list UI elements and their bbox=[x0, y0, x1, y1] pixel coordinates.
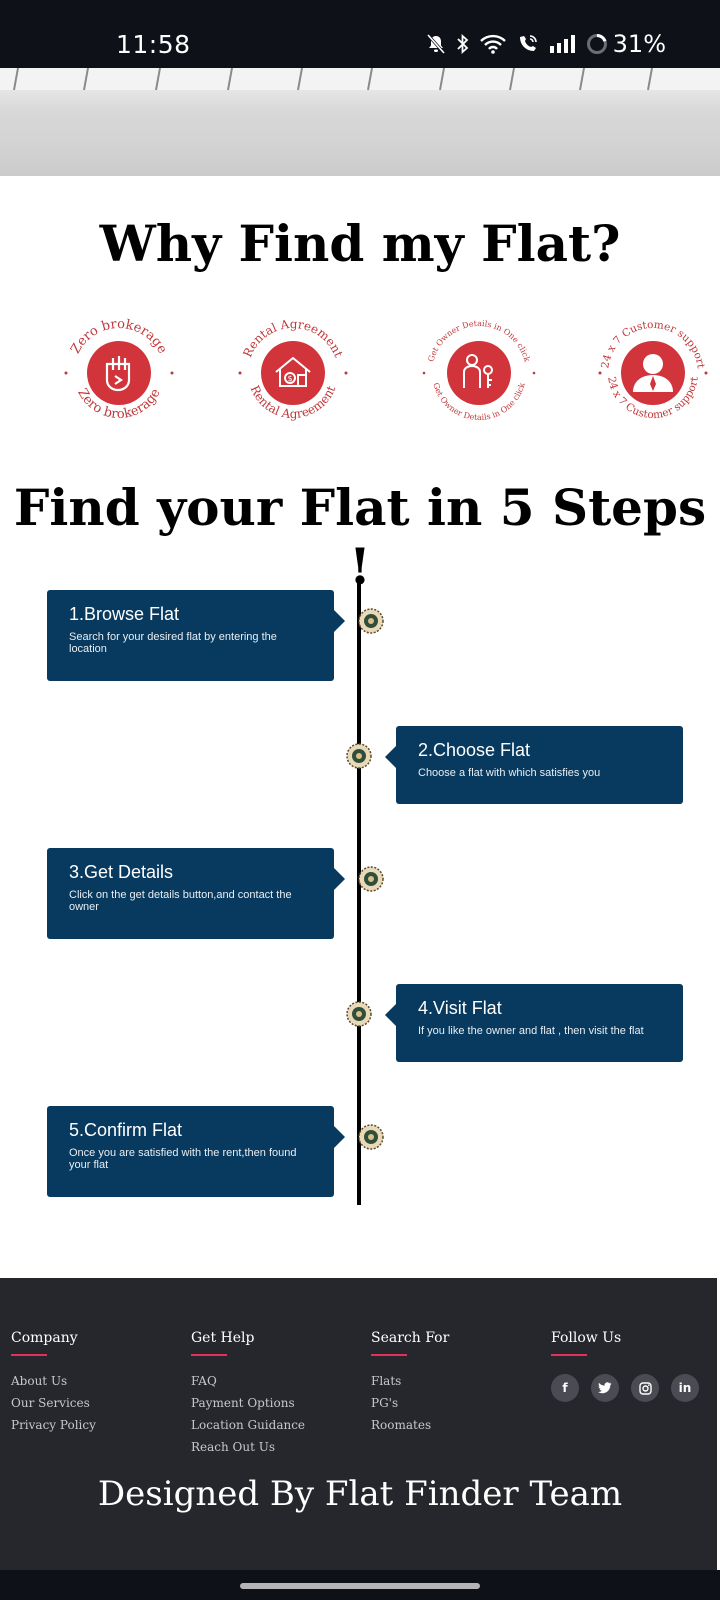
footer-link-payment[interactable]: Payment Options bbox=[191, 1396, 295, 1410]
footer-col-help: Get Help FAQ Payment Options Location Gu… bbox=[191, 1330, 305, 1462]
step-desc: Search for your desired flat by entering… bbox=[69, 631, 277, 655]
footer-col-follow: Follow Us f in bbox=[551, 1330, 699, 1402]
footer-col-company: Company About Us Our Services Privacy Po… bbox=[11, 1330, 96, 1440]
step-card-visit: 4.Visit Flat If you like the owner and f… bbox=[385, 984, 683, 1062]
twitter-icon[interactable] bbox=[591, 1374, 619, 1402]
footer-link-privacy[interactable]: Privacy Policy bbox=[11, 1418, 96, 1432]
footer-heading-underline bbox=[191, 1354, 227, 1356]
feature-badge-customer-support: 24 x 7 Customer support 24 x 7 Customer … bbox=[592, 312, 714, 434]
owner-key-icon bbox=[463, 354, 493, 388]
footer-heading: Follow Us bbox=[551, 1330, 622, 1346]
home-gesture-handle[interactable] bbox=[240, 1583, 480, 1589]
hero-texture bbox=[0, 68, 720, 91]
footer-link-location[interactable]: Location Guidance bbox=[191, 1418, 306, 1432]
step-desc: If you like the owner and flat , then vi… bbox=[418, 1025, 644, 1037]
footer-edge bbox=[717, 1278, 720, 1570]
hero-image bbox=[0, 68, 720, 176]
timeline-node-icon bbox=[357, 1123, 385, 1151]
footer-link-about[interactable]: About Us bbox=[11, 1374, 68, 1388]
footer-link-services[interactable]: Our Services bbox=[11, 1396, 90, 1410]
step-title: 2.Choose Flat bbox=[418, 740, 531, 760]
social-links: f in bbox=[551, 1374, 699, 1402]
feature-badge-rental-agreement: Rental Agreement Rental Agreement $ bbox=[232, 312, 354, 434]
house-key-icon: $ bbox=[275, 356, 311, 387]
footer-heading-underline bbox=[11, 1354, 47, 1356]
timeline-node-icon bbox=[357, 865, 385, 893]
footer-link-reach-out[interactable]: Reach Out Us bbox=[191, 1440, 276, 1454]
footer-heading-underline bbox=[371, 1354, 407, 1356]
wifi-calling-icon bbox=[516, 33, 540, 55]
footer-link-faq[interactable]: FAQ bbox=[191, 1374, 217, 1388]
step-desc: Click on the get details button,and cont… bbox=[69, 889, 292, 913]
signal-icon bbox=[549, 33, 577, 55]
fist-icon bbox=[105, 356, 131, 392]
status-bar: 11:58 31% bbox=[0, 0, 720, 68]
footer-link-roomates[interactable]: Roomates bbox=[371, 1418, 432, 1432]
step-title: 4.Visit Flat bbox=[418, 998, 502, 1018]
feature-badge-zero-brokerage: Zero brokerage Zero brokerage bbox=[58, 312, 180, 434]
bluetooth-icon bbox=[456, 33, 470, 55]
battery-ring-icon bbox=[586, 33, 608, 55]
footer-col-search: Search For Flats PG's Roomates bbox=[371, 1330, 449, 1440]
step-desc: Choose a flat with which satisfies you bbox=[418, 767, 601, 779]
step-desc: Once you are satisfied with the rent,the… bbox=[69, 1147, 297, 1171]
step-title: 5.Confirm Flat bbox=[69, 1120, 183, 1140]
steps-title: Find your Flat in 5 Steps ! bbox=[13, 478, 707, 596]
step-card-confirm: 5.Confirm Flat Once you are satisfied wi… bbox=[47, 1106, 345, 1197]
footer-link-flats[interactable]: Flats bbox=[371, 1374, 402, 1388]
why-title: Why Find my Flat? bbox=[99, 214, 621, 273]
battery-percent: 31% bbox=[612, 30, 666, 58]
feature-badge-owner-details: Get Owner Details in One click Get Owner… bbox=[418, 312, 540, 434]
step-title: 3.Get Details bbox=[69, 862, 174, 882]
footer-heading: Search For bbox=[371, 1330, 450, 1346]
status-icons: 31% bbox=[425, 30, 666, 58]
timeline-line bbox=[357, 583, 361, 1205]
step-title: 1.Browse Flat bbox=[69, 604, 180, 624]
footer-heading: Get Help bbox=[191, 1330, 255, 1346]
linkedin-icon[interactable]: in bbox=[671, 1374, 699, 1402]
timeline-node-icon bbox=[345, 742, 373, 770]
mute-bell-icon bbox=[425, 33, 447, 55]
timeline-node-icon bbox=[357, 607, 385, 635]
wifi-icon bbox=[479, 33, 507, 55]
footer-heading-underline bbox=[551, 1354, 587, 1356]
timeline-node-icon bbox=[345, 1000, 373, 1028]
status-time: 11:58 bbox=[116, 30, 191, 59]
person-icon bbox=[633, 354, 673, 392]
step-card-get-details: 3.Get Details Click on the get details b… bbox=[47, 848, 345, 939]
svg-text:$: $ bbox=[288, 374, 293, 383]
footer-credit: Designed By Flat Finder Team bbox=[97, 1474, 623, 1514]
facebook-icon[interactable]: f bbox=[551, 1374, 579, 1402]
step-card-browse: 1.Browse Flat Search for your desired fl… bbox=[47, 590, 345, 681]
footer-link-pgs[interactable]: PG's bbox=[371, 1396, 399, 1410]
step-card-choose: 2.Choose Flat Choose a flat with which s… bbox=[385, 726, 683, 804]
footer-heading: Company bbox=[11, 1330, 78, 1346]
footer: Company About Us Our Services Privacy Po… bbox=[0, 1278, 720, 1570]
instagram-icon[interactable] bbox=[631, 1374, 659, 1402]
system-nav-bar bbox=[0, 1570, 720, 1600]
